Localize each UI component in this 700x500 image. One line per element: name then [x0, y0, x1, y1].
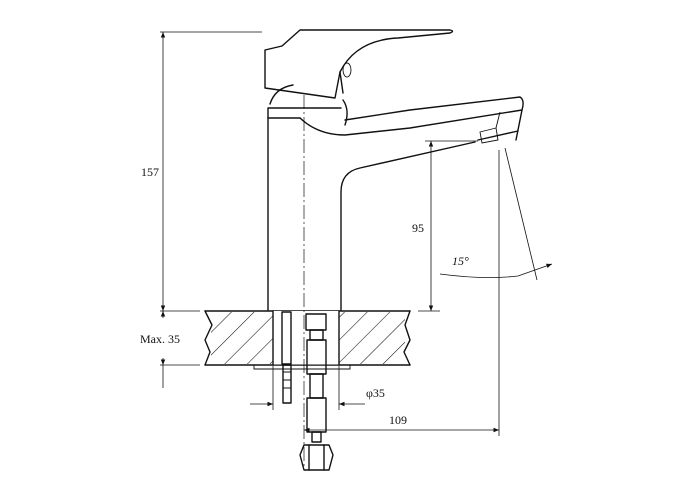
mounting-stud	[282, 364, 292, 404]
lever-handle	[264, 29, 454, 126]
dimension-157: 157	[141, 31, 262, 312]
dimension-phi-35: φ35	[250, 366, 385, 410]
hose-nut	[299, 444, 334, 471]
counter-top-section	[204, 310, 411, 370]
hole-diameter-label: φ35	[366, 386, 385, 400]
mounting-washer	[253, 364, 351, 370]
dimension-95: 95	[412, 140, 478, 312]
faucet-body	[267, 84, 476, 311]
max-thickness-label: Max. 35	[140, 332, 180, 346]
spout-reach-label: 109	[389, 413, 407, 427]
spout-height-label: 95	[412, 221, 424, 235]
aerator	[479, 127, 499, 144]
spout-angle-label: 15°	[452, 254, 469, 268]
total-height-label: 157	[141, 165, 159, 179]
supply-hose-lower	[306, 397, 327, 433]
dimension-angle-15: 15°	[439, 147, 553, 281]
spout	[267, 96, 524, 144]
dimension-max-35: Max. 35	[140, 311, 200, 388]
dimension-109: 109	[304, 150, 500, 436]
